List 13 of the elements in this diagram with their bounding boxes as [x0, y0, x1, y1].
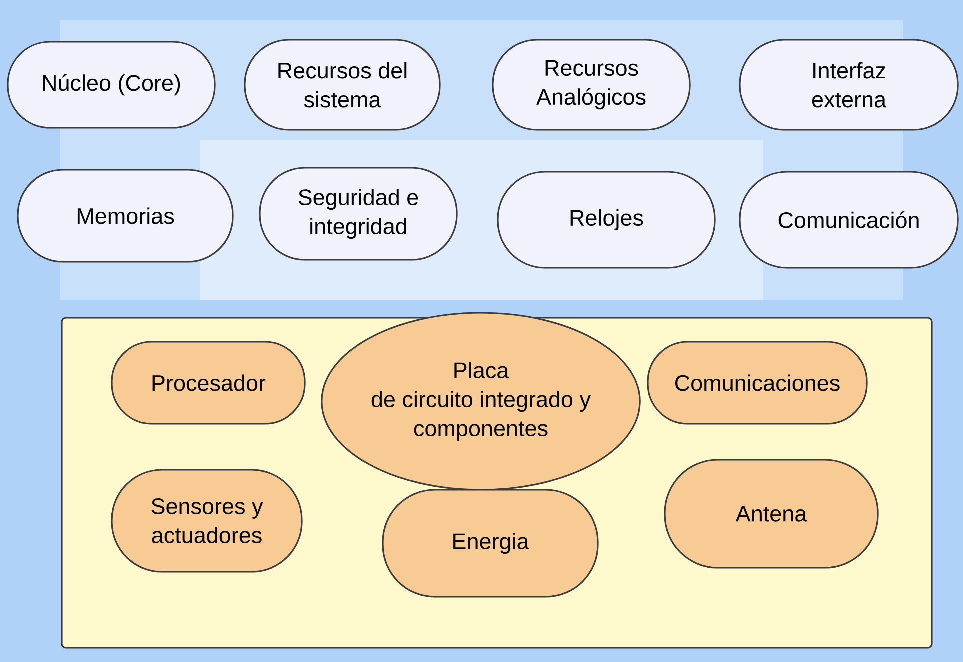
- rounded-box: Procesador: [111, 341, 306, 425]
- rounded-box: Energia: [382, 489, 599, 598]
- rounded-box: Interfaz externa: [739, 39, 959, 131]
- rounded-box: Núcleo (Core): [7, 41, 216, 129]
- rounded-box: Recursos del sistema: [244, 39, 441, 131]
- rounded-box: Comunicación: [739, 171, 959, 269]
- rounded-box: Antena: [664, 459, 879, 569]
- rounded-box: Comunicaciones: [647, 341, 868, 425]
- rounded-box: Relojes: [497, 171, 716, 269]
- rounded-box: Recursos Analógicos: [492, 39, 691, 131]
- rounded-box: Seguridad e integridad: [259, 167, 458, 261]
- rounded-box: Memorias: [17, 169, 234, 263]
- ellipse-node: Placa de circuito integrado y componentes: [321, 312, 641, 491]
